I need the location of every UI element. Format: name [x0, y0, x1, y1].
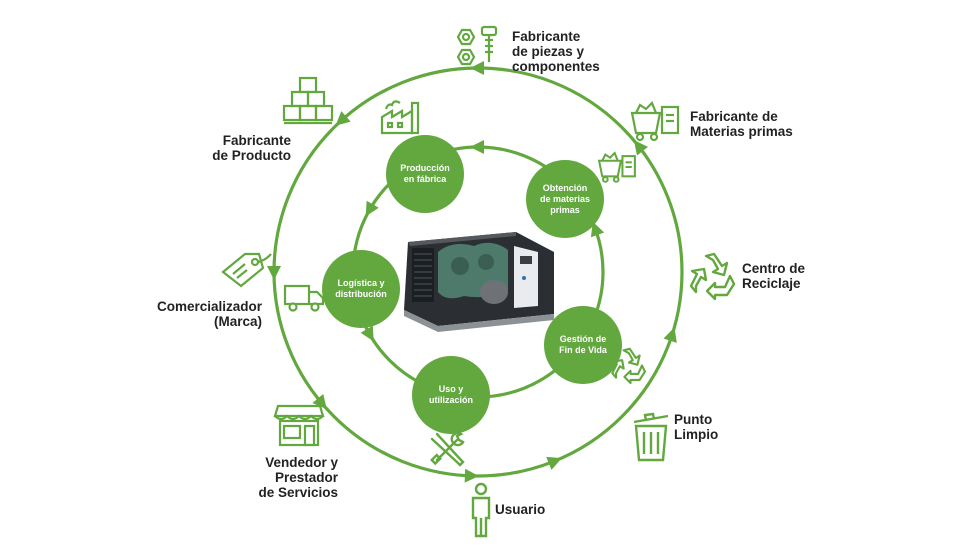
inner-arrow-4: [360, 325, 374, 342]
stage-fin-vida: Gestión de Fin de Vida: [544, 306, 622, 384]
label-punto-limpio: Punto Limpio: [674, 412, 719, 442]
generator-image-icon: [398, 222, 558, 332]
label-fabricante-piezas: Fabricante de piezas y componentes: [512, 29, 600, 74]
label-fabricante-materias: Fabricante de Materias primas: [690, 109, 793, 139]
truck-icon: [283, 282, 325, 317]
outer-arrow-0: [470, 61, 484, 75]
price-tag-icon: [219, 248, 273, 299]
label-centro-reciclaje: Centro de Reciclaje: [742, 261, 806, 291]
stage-produccion: Producción en fábrica: [386, 135, 464, 213]
inner-arrow-0: [470, 140, 484, 154]
shop-icon: [273, 402, 325, 453]
outer-arrow-5: [312, 394, 327, 410]
stage-obtencion: Obtención de materias primas: [526, 160, 604, 238]
stage-logistica: Logística y distribución: [322, 250, 400, 328]
outer-arrow-7: [335, 111, 351, 126]
nuts-bolts-icon: [452, 24, 504, 73]
trash-bin-icon: [630, 410, 672, 469]
tools-icon: [430, 430, 467, 471]
recycle-icon-inner: [610, 345, 648, 388]
outer-arrow-1: [633, 140, 649, 156]
person-icon: [470, 482, 492, 543]
factory-icon: [380, 97, 422, 140]
label-usuario: Usuario: [495, 502, 546, 517]
inner-arrow-1: [590, 221, 605, 238]
outer-arrow-3: [546, 456, 562, 470]
boxes-icon: [282, 74, 334, 131]
mining-cart-icon: [628, 99, 682, 148]
outer-arrow-2: [663, 327, 677, 343]
recycle-icon: [688, 250, 738, 303]
label-comercializador: Comercializador (Marca): [156, 299, 262, 329]
label-fabricante-producto: Fabricante de Producto: [212, 133, 291, 163]
inner-arrow-5: [365, 200, 379, 217]
outer-arrow-4: [464, 468, 479, 483]
stage-uso: Uso y utilización: [412, 356, 490, 434]
mining-cart-icon-inner: [596, 149, 638, 190]
label-vendedor: Vendedor y Prestador de Servicios: [258, 455, 338, 500]
outer-arrow-6: [267, 266, 281, 280]
